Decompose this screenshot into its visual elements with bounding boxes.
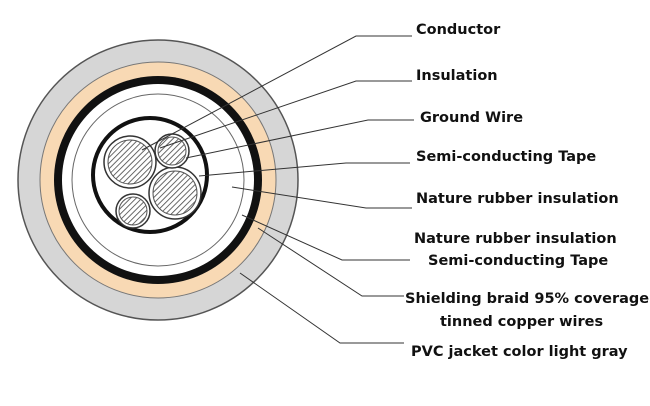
- label-tinned-copper-wires: tinned copper wires: [440, 314, 604, 330]
- leader-line-rubber-2: [241, 214, 410, 261]
- label-semi-conducting-tape-1: Semi-conducting Tape: [416, 149, 597, 165]
- leader-line-rubber-1: [231, 186, 412, 209]
- leader-line-shield: [257, 227, 404, 297]
- label-conductor: Conductor: [416, 22, 501, 38]
- leader-line-semi-tape-1: [198, 162, 410, 177]
- conductor-bottom-right: [148, 166, 202, 220]
- label-ground-wire: Ground Wire: [420, 110, 524, 126]
- leader-line-conductor: [141, 35, 412, 151]
- label-shielding-braid: Shielding braid 95% coverage: [405, 291, 650, 307]
- label-pvc-jacket: PVC jacket color light gray: [411, 344, 628, 360]
- label-nature-rubber-insulation-1: Nature rubber insulation: [416, 191, 619, 207]
- label-nature-rubber-insulation-2: Nature rubber insulation: [414, 231, 617, 247]
- semi-conducting-tape-ring: [71, 93, 245, 267]
- label-insulation: Insulation: [416, 68, 498, 84]
- leader-line-jacket: [239, 272, 404, 344]
- ground-wire-bottom-left: [115, 193, 151, 229]
- label-semi-conducting-tape-2: Semi-conducting Tape: [428, 253, 609, 269]
- ground-wire-top-right: [154, 133, 190, 169]
- conductor-top-left: [103, 135, 157, 189]
- leader-line-ground-wire: [185, 119, 414, 159]
- leader-line-insulation: [159, 80, 412, 149]
